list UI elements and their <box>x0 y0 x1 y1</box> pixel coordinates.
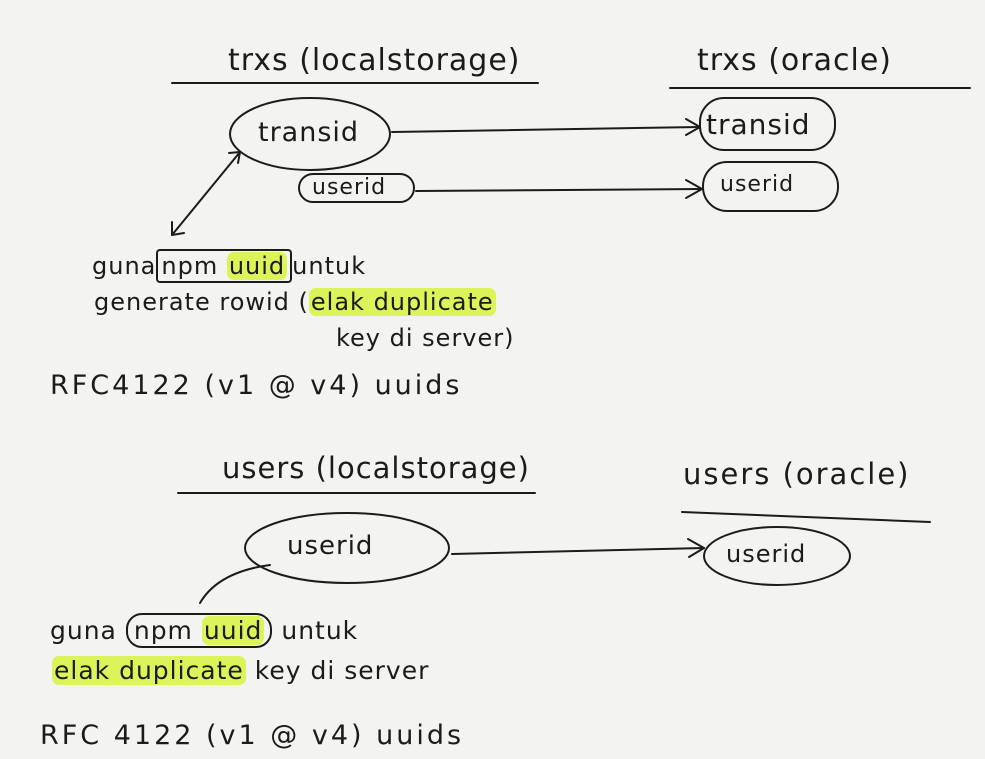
s2-oracle-userid-label: userid <box>726 540 807 568</box>
s1-npm-text: npm <box>161 252 219 280</box>
s2-note-key-di-server: key di server <box>254 656 430 685</box>
s2-userid-label: userid <box>287 531 374 561</box>
s1-transid-label: transid <box>258 117 360 148</box>
s2-note-guna: guna <box>50 616 117 645</box>
s1-right-header: trxs (oracle) <box>697 43 892 78</box>
s1-transid-arrow <box>391 126 701 133</box>
s1-left-header: trxs (localstorage) <box>228 43 521 78</box>
s2-note-untuk: untuk <box>281 616 359 645</box>
s2-userid-arrowhead <box>687 538 705 558</box>
s1-userid-label: userid <box>312 175 387 200</box>
s1-oracle-transid-box <box>699 97 836 151</box>
s2-elak-duplicate-highlight: elak duplicate <box>52 656 246 685</box>
s2-right-header: users (oracle) <box>683 457 911 491</box>
s1-transid-ellipse <box>229 97 391 171</box>
s2-npm-uuid-box: npm uuid <box>125 613 273 648</box>
s1-uuid-link-head-bottom <box>171 221 185 236</box>
s2-userid-ellipse <box>244 512 450 584</box>
s1-userid-arrowhead <box>685 179 703 199</box>
s1-rfc-text: RFC4122 (v1 @ v4) uuids <box>50 370 463 401</box>
s2-right-header-underline <box>681 511 931 523</box>
s1-note-generate: generate rowid ( <box>94 288 309 316</box>
s1-oracle-userid-label: userid <box>720 172 795 197</box>
s2-npm-text: npm <box>133 616 193 645</box>
s1-uuid-link-head-top <box>228 151 241 164</box>
s1-uuid-highlight: uuid <box>226 252 288 280</box>
s1-note-untuk: untuk <box>292 252 367 280</box>
s1-uuid-link <box>171 151 241 236</box>
s2-left-header: users (localstorage) <box>222 451 530 485</box>
s1-note-line3: key di server) <box>336 324 515 352</box>
s2-uuid-highlight: uuid <box>201 616 265 645</box>
s1-elak-duplicate-highlight: elak duplicate <box>308 288 496 316</box>
s2-rfc-text: RFC 4122 (v1 @ v4) uuids <box>40 720 465 751</box>
s2-note-line1: guna npm uuid untuk <box>50 613 359 648</box>
s1-npm-uuid-box: npm uuid <box>156 249 293 283</box>
s2-note-line2: elak duplicate key di server <box>52 656 430 685</box>
s1-note-guna: guna <box>92 252 157 280</box>
s1-transid-arrowhead <box>685 118 701 136</box>
s2-userid-arrow <box>451 547 705 555</box>
s1-userid-oval <box>298 173 415 203</box>
s1-oracle-userid-box <box>702 161 839 212</box>
s1-userid-arrow <box>415 188 703 192</box>
s1-note-line2: generate rowid (elak duplicate <box>94 288 496 316</box>
s2-uuid-link <box>199 564 271 604</box>
s1-oracle-transid-label: transid <box>706 108 811 141</box>
s2-oracle-userid-ellipse <box>703 526 851 586</box>
